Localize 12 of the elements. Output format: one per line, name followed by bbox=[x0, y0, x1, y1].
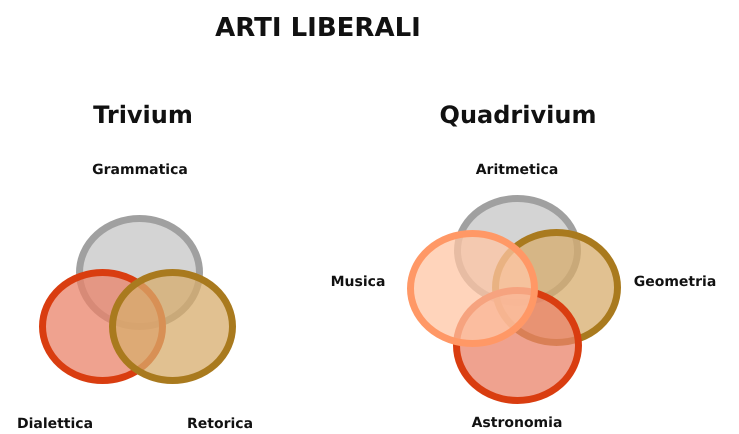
group-heading: Quadrivium bbox=[440, 101, 596, 129]
circle-label: Geometria bbox=[634, 274, 716, 290]
circle-label: Grammatica bbox=[92, 162, 188, 178]
circle-label: Musica bbox=[330, 274, 386, 290]
circle-label: Aritmetica bbox=[476, 162, 558, 178]
title: ARTI LIBERALI bbox=[215, 13, 421, 43]
venn-circle bbox=[108, 268, 236, 384]
group-heading: Trivium bbox=[93, 101, 193, 129]
circle-label: Retorica bbox=[186, 416, 254, 432]
circle-label: Dialettica bbox=[16, 416, 94, 432]
venn-circle bbox=[406, 230, 538, 346]
circle-label: Astronomia bbox=[472, 415, 562, 431]
